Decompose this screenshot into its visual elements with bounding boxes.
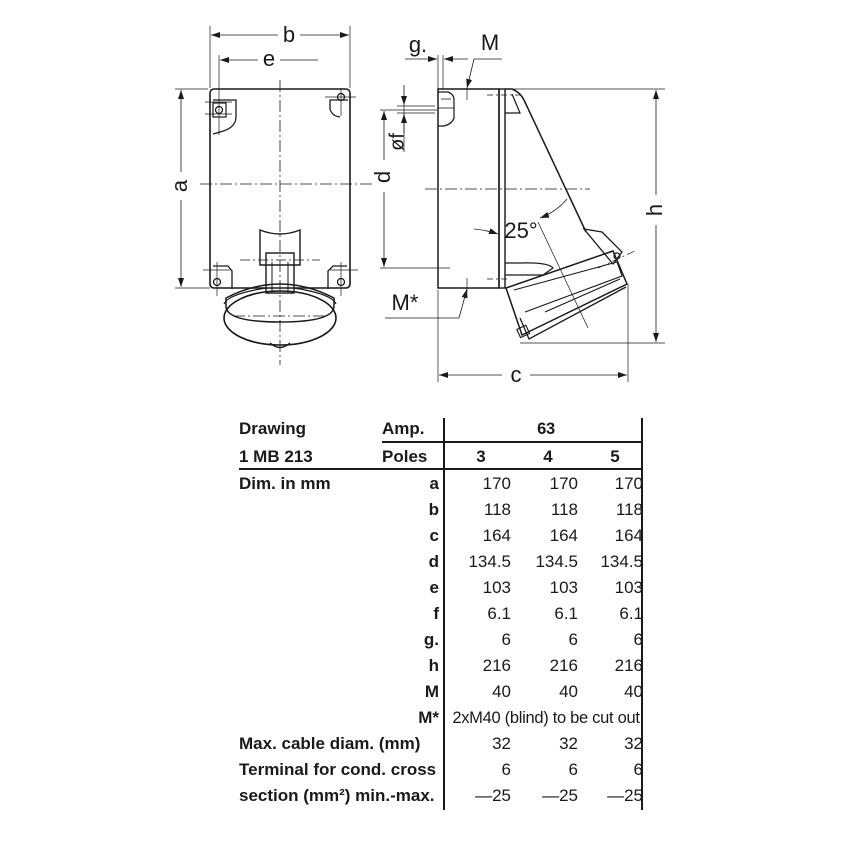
cable-label: Max. cable diam. (mm) [239, 734, 421, 753]
cell: 216 [482, 656, 511, 675]
table-row: h 216 216 216 [239, 653, 644, 679]
table-row: f 6.1 6.1 6.1 [239, 601, 644, 627]
cell: 32 [492, 734, 511, 753]
poles-5: 5 [610, 447, 620, 466]
header-underline [239, 468, 643, 470]
dim-label-f: øf [386, 133, 408, 151]
row-key: a [429, 474, 439, 493]
cell: 6 [568, 630, 578, 649]
front-view: b e a [167, 22, 372, 365]
cell: 6 [501, 630, 511, 649]
terminal-label-line1: Terminal for cond. cross [239, 760, 437, 779]
side-view: g. M øf d 25° M* [370, 30, 667, 387]
cell: —25 [475, 786, 511, 805]
row-key: e [429, 578, 439, 597]
row-key: M* [418, 708, 439, 727]
table-row: c 164 164 164 [239, 523, 644, 549]
table-row-terminal-min: Terminal for cond. cross 6 6 6 [239, 757, 644, 783]
amp-label: Amp. [382, 419, 425, 438]
row-key: f [433, 604, 439, 623]
terminal-label-line2: section (mm²) min.-max. [239, 786, 435, 805]
dim-label-M: M [481, 30, 499, 55]
cell: 6 [633, 630, 643, 649]
amp-value: 63 [537, 420, 555, 438]
table-row-cable: Max. cable diam. (mm) 32 32 32 [239, 731, 644, 757]
cell: 6.1 [487, 604, 511, 623]
drawing-number: 1 MB 213 [239, 447, 313, 466]
dim-label-b: b [283, 22, 295, 47]
cell: 103 [549, 578, 578, 597]
poles-label: Poles [382, 447, 428, 466]
dim-label-d: d [370, 171, 395, 183]
cell: 103 [614, 578, 643, 597]
cell: 164 [482, 526, 511, 545]
poles-4: 4 [543, 447, 553, 466]
cell: 170 [614, 474, 643, 493]
row-key: b [428, 500, 439, 519]
cell: 40 [624, 682, 643, 701]
cell: 6 [633, 760, 643, 779]
cell: 118 [550, 500, 578, 519]
amp-underline [382, 441, 643, 443]
cell: 40 [559, 682, 578, 701]
technical-drawing: b e a [167, 22, 667, 387]
cell: 103 [482, 578, 511, 597]
cell: 134.5 [535, 552, 578, 571]
cell: 6.1 [554, 604, 578, 623]
cell: 164 [614, 526, 643, 545]
cell: 32 [559, 734, 578, 753]
table-row: b 118 118 118 [239, 497, 644, 523]
cell: 164 [549, 526, 578, 545]
header-row-amp: Drawing Amp. 63 [239, 416, 644, 442]
cell: 6.1 [619, 604, 643, 623]
section-label: Dim. in mm [239, 474, 331, 493]
cell: —25 [607, 786, 643, 805]
row-key: g. [423, 630, 439, 649]
cell: 6 [568, 760, 578, 779]
cell: 40 [492, 682, 511, 701]
table-row: g. 6 6 6 [239, 627, 644, 653]
cell-span: 2xM40 (blind) to be cut out [452, 709, 640, 727]
table-row-terminal-max: section (mm²) min.-max. —25 —25 —25 [239, 783, 644, 809]
table-border-right [641, 418, 643, 810]
dim-label-a: a [167, 179, 192, 192]
side-housing [437, 88, 500, 289]
cell: 6 [501, 760, 511, 779]
row-key: c [429, 526, 439, 545]
table-row: M* 2xM40 (blind) to be cut out [239, 705, 644, 731]
row-key: M [424, 682, 439, 701]
table-row: d 134.5 134.5 134.5 [239, 549, 644, 575]
cell: 170 [549, 474, 578, 493]
dim-label-h: h [642, 204, 667, 216]
cell: 118 [483, 500, 511, 519]
poles-3: 3 [476, 447, 486, 466]
cell: 134.5 [600, 552, 643, 571]
table-divider-vertical [443, 418, 445, 810]
table-row: Dim. in mm a 170 170 170 [239, 471, 644, 497]
cell: 216 [614, 656, 643, 675]
row-key: d [428, 552, 439, 571]
cell: —25 [542, 786, 578, 805]
row-key: h [428, 656, 439, 675]
dim-label-c: c [511, 362, 522, 387]
dim-label-g: g. [409, 32, 427, 57]
table-row: M 40 40 40 [239, 679, 644, 705]
cell: 216 [549, 656, 578, 675]
drawing-label: Drawing [239, 419, 307, 438]
cell: 32 [624, 734, 643, 753]
header-row-poles: 1 MB 213 Poles 3 4 5 [239, 444, 644, 470]
cell: 134.5 [468, 552, 511, 571]
table-row: e 103 103 103 [239, 575, 644, 601]
cell: 118 [615, 500, 643, 519]
dim-label-M-star: M* [392, 290, 419, 315]
dim-label-e: e [263, 46, 275, 71]
cell: 170 [482, 474, 511, 493]
angle-label: 25° [504, 218, 537, 243]
